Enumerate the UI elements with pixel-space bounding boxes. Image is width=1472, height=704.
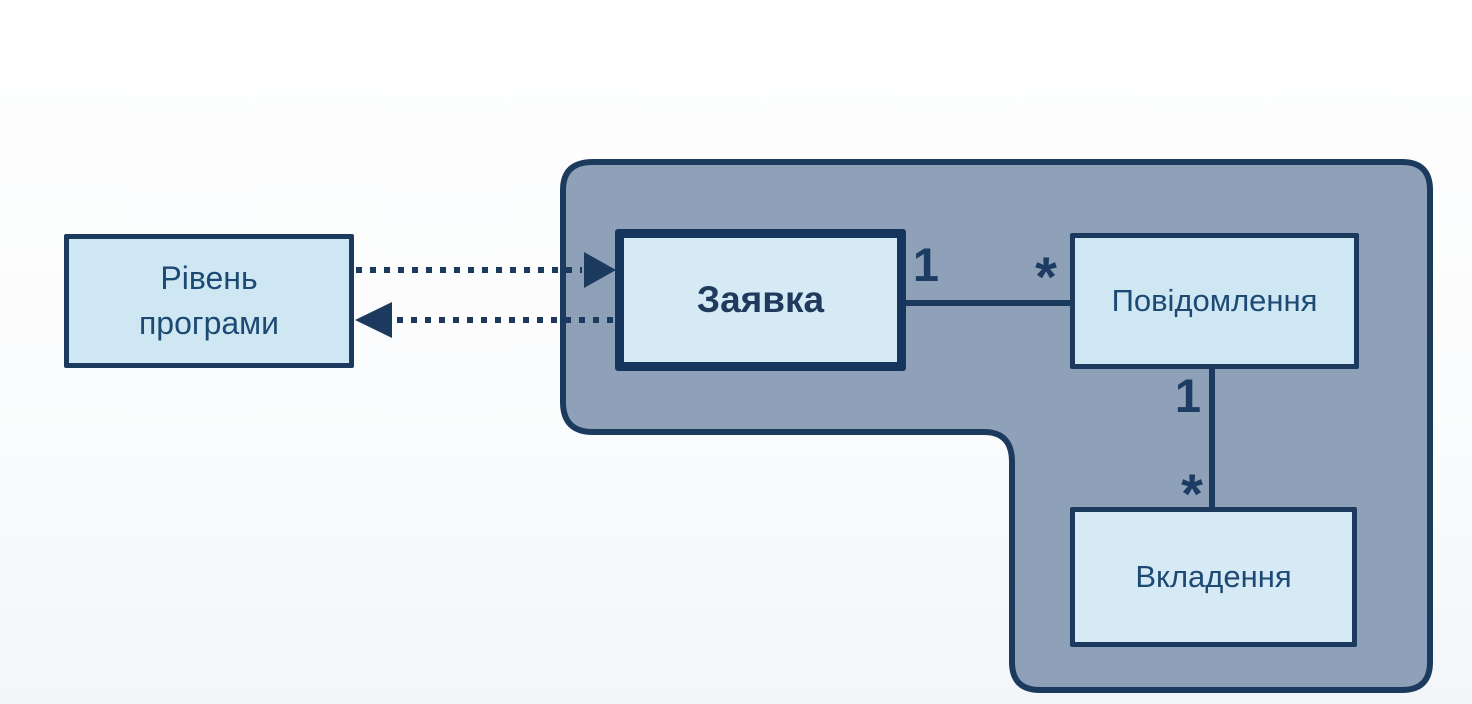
multiplicity-message-side: * bbox=[1035, 245, 1057, 308]
node-request-label: Заявка bbox=[696, 279, 825, 321]
node-message-label: Повідомлення bbox=[1111, 283, 1318, 319]
multiplicity-attachment-side: * bbox=[1181, 462, 1203, 525]
multiplicity-message-bottom: 1 bbox=[1174, 369, 1202, 422]
arrowhead-right-icon bbox=[584, 252, 616, 288]
node-program-level: Рівень програми bbox=[64, 234, 354, 368]
node-message: Повідомлення bbox=[1070, 233, 1359, 369]
multiplicity-request-side: 1 bbox=[912, 238, 940, 291]
node-request: Заявка bbox=[615, 229, 906, 371]
node-program-level-label: Рівень програми bbox=[138, 260, 280, 341]
arrowhead-left-icon bbox=[355, 302, 392, 338]
node-attachment-label: Вкладення bbox=[1135, 559, 1292, 595]
node-attachment: Вкладення bbox=[1070, 507, 1357, 647]
